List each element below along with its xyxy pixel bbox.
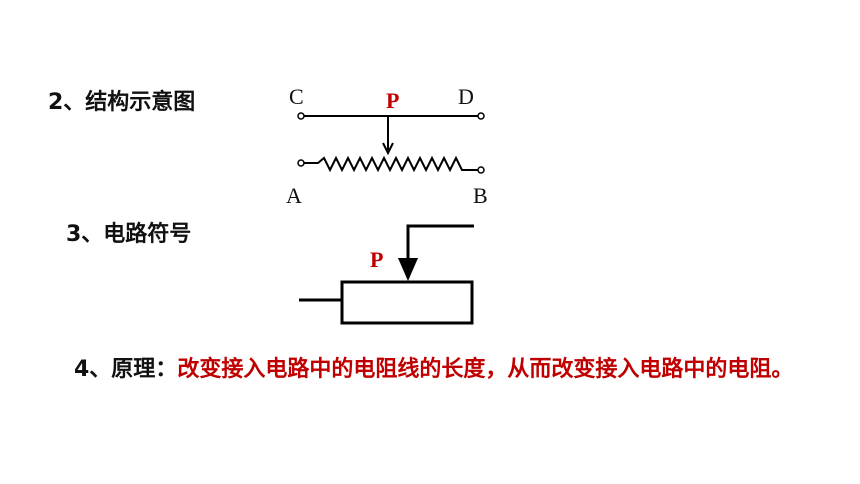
slider-lead bbox=[406, 224, 474, 258]
symbol-heading: 3、电路符号 bbox=[66, 222, 192, 247]
label-a: A bbox=[286, 183, 302, 208]
terminal-d-post bbox=[477, 112, 485, 120]
principle-text: 改变接入电路中的电阻线的长度，从而改变接入电路中的电阻。 bbox=[177, 357, 794, 382]
resistance-wire bbox=[304, 155, 478, 173]
principle-paragraph: 4、原理：改变接入电路中的电阻线的长度，从而改变接入电路中的电阻。 bbox=[74, 352, 794, 388]
circuit-symbol: P bbox=[299, 224, 474, 325]
terminal-a-post bbox=[297, 159, 305, 167]
label-c: C bbox=[289, 84, 304, 109]
slider-arrowhead-icon bbox=[398, 258, 418, 281]
terminal-b-post bbox=[477, 166, 485, 174]
principle-label: 4、原理： bbox=[74, 357, 178, 382]
slider-arrow-icon bbox=[382, 142, 394, 156]
label-d: D bbox=[458, 84, 474, 109]
structure-diagram: C D A B P bbox=[286, 84, 488, 208]
structure-heading: 2、结构示意图 bbox=[48, 90, 196, 115]
label-p-structure: P bbox=[386, 88, 399, 113]
resistor-body bbox=[340, 280, 474, 325]
label-p-symbol: P bbox=[370, 247, 383, 272]
terminal-c-post bbox=[297, 112, 305, 120]
label-b: B bbox=[473, 183, 488, 208]
